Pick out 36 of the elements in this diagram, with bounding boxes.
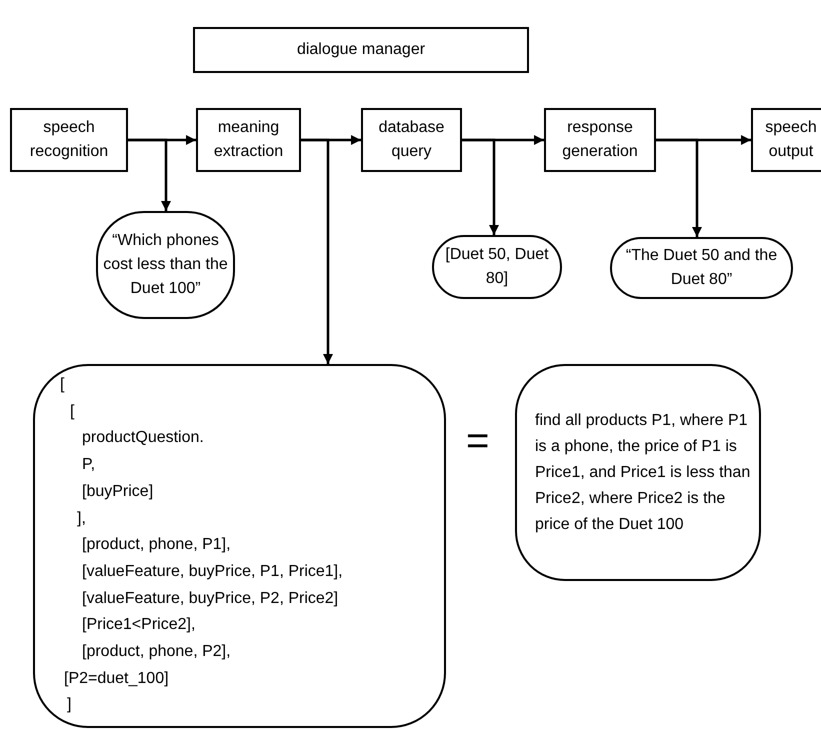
code-line: ], [77,508,86,528]
code-line: [product, phone, P2], [82,642,231,662]
node-label: response generation [561,118,639,162]
code-line: [product, phone, P1], [82,535,231,556]
arrow [128,138,171,211]
code-line: [P2=duet_100] [64,668,169,689]
process-box [751,108,821,172]
process-box [361,108,462,172]
node-label: speech recognition [28,118,110,162]
query-box [33,364,446,728]
node-label: meaning extraction [212,118,284,162]
process-box [196,108,301,172]
node-label: speech output [764,118,818,162]
code-line: ] [67,695,72,716]
process-box [10,108,128,172]
node-label: “The Duet 50 and the Duet 80” [624,246,778,290]
node-label: “Which phones cost less than the Duet 100” [102,231,229,299]
arrow [656,138,702,237]
arrow [462,138,499,235]
description-text: find all products P1, where P1 is a phone, the price of P1 is Price1, and Price1 is less than Price2, where Price2 is the price of the Duet 100 [535,410,752,534]
node-label: [Duet 50, Duet 80] [444,245,550,289]
description-box [515,364,761,581]
process-box [193,27,529,73]
node-label: dialogue manager [296,40,426,60]
process-box [544,108,656,172]
code-line: [ [60,375,64,395]
node-label: database query [378,118,446,162]
equals-sign: = [466,421,490,461]
code-line: [Price1<Price2], [82,615,196,636]
code-line: [valueFeature, buyPrice, P2, Price2] [82,588,338,609]
code-line: productQuestion. [82,428,204,448]
code-line: [buyPrice] [82,482,154,502]
arrow [301,138,333,364]
code-line: [valueFeature, buyPrice, P1, Price1], [82,562,343,582]
code-line: [ [70,402,74,422]
code-line: P, [82,455,96,476]
